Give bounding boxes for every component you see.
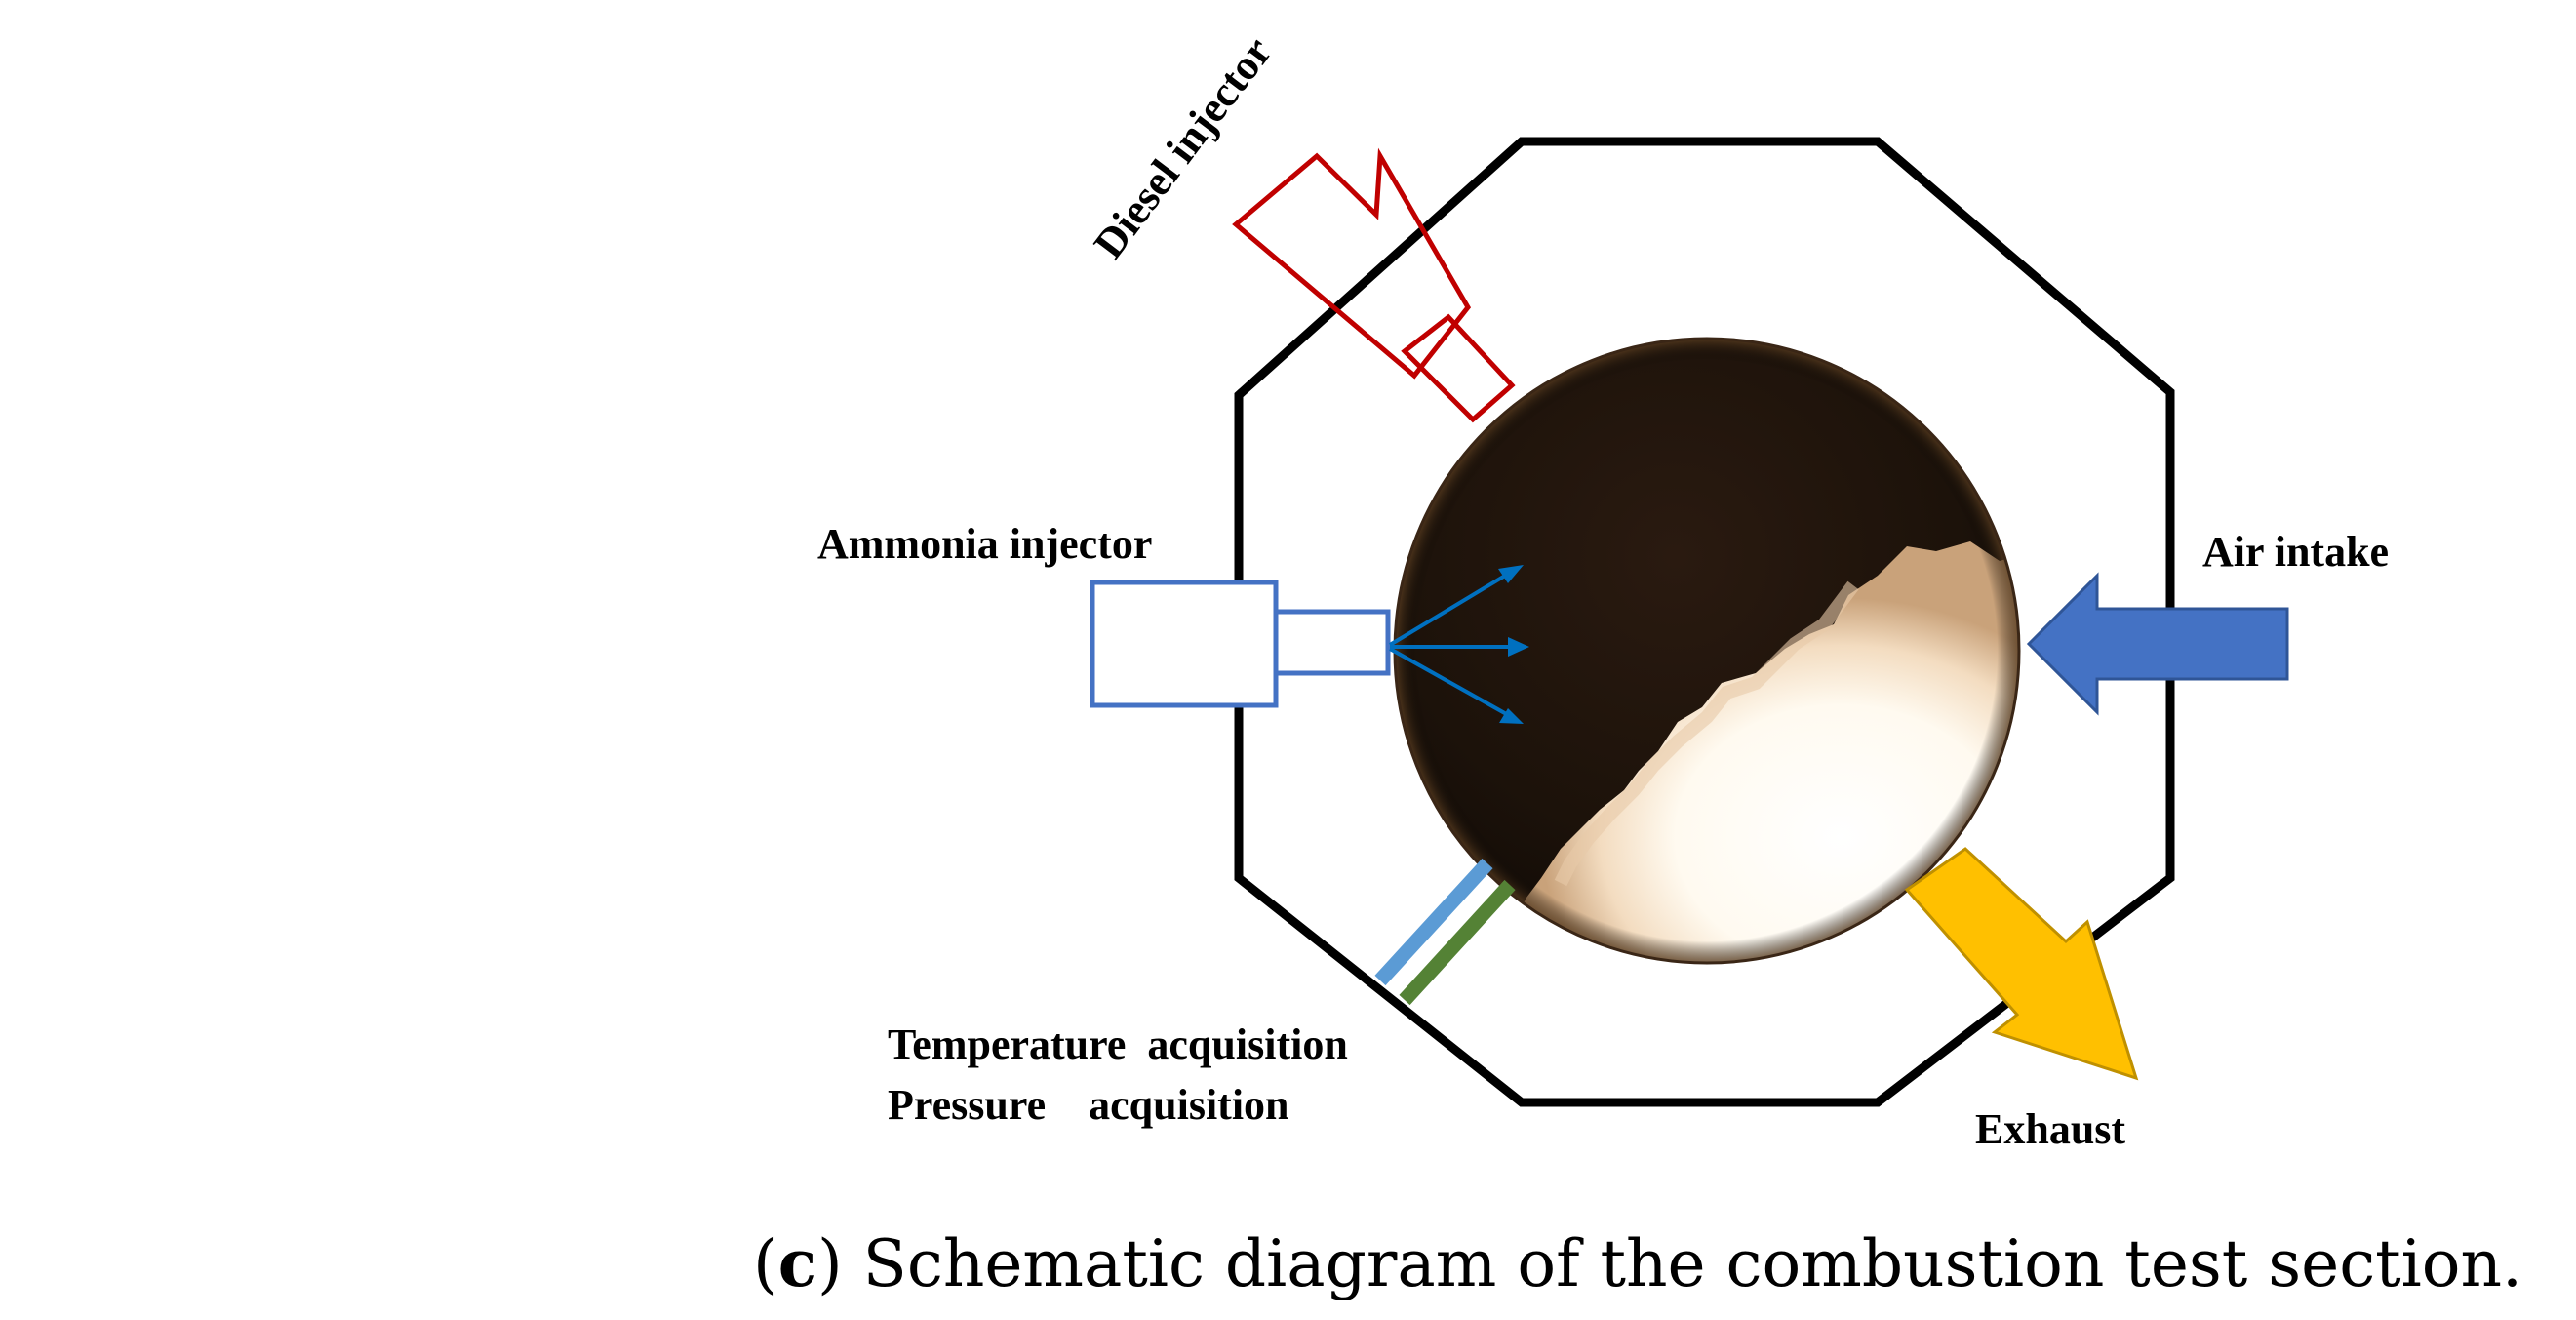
pressure-acquisition-line xyxy=(1399,879,1516,1006)
ammonia-injector xyxy=(1090,580,1391,708)
label-ammonia-injector: Ammonia injector xyxy=(817,520,1152,568)
diesel-injector xyxy=(1232,147,1516,423)
combustion-photo-window xyxy=(1393,337,2021,965)
label-air-intake: Air intake xyxy=(2202,528,2389,576)
label-diesel-injector: Diesel injector xyxy=(1085,28,1282,267)
label-exhaust: Exhaust xyxy=(1975,1105,2125,1153)
spray-arrowhead-mid xyxy=(1508,637,1529,657)
caption-paren-open: ( xyxy=(753,1226,778,1301)
exhaust-arrow-icon xyxy=(1904,847,2139,1081)
figure-caption: (c) Schematic diagram of the combustion … xyxy=(753,1225,2522,1301)
label-pressure-acquisition: Pressure acquisition xyxy=(888,1081,1289,1129)
spray-arrow-up xyxy=(1388,571,1512,647)
label-temperature-acquisition: Temperature acquisition xyxy=(888,1020,1348,1068)
spray-arrowhead-down xyxy=(1499,708,1524,724)
diesel-injector-body xyxy=(1232,147,1472,380)
combustion-chamber-outline xyxy=(1234,137,2175,1107)
caption-letter: c xyxy=(778,1225,817,1301)
temperature-acquisition-line xyxy=(1374,858,1493,986)
spray-arrowhead-up xyxy=(1498,565,1524,583)
diesel-injector-nozzle xyxy=(1401,313,1516,423)
ammonia-injector-body xyxy=(1090,580,1279,708)
caption-paren-close: ) xyxy=(817,1226,843,1301)
ammonia-spray-arrows xyxy=(1388,565,1529,724)
air-intake-arrow-icon xyxy=(2026,572,2289,716)
spray-arrow-down xyxy=(1389,647,1511,718)
caption-text: Schematic diagram of the combustion test… xyxy=(843,1226,2522,1301)
ammonia-injector-nozzle xyxy=(1273,609,1391,676)
